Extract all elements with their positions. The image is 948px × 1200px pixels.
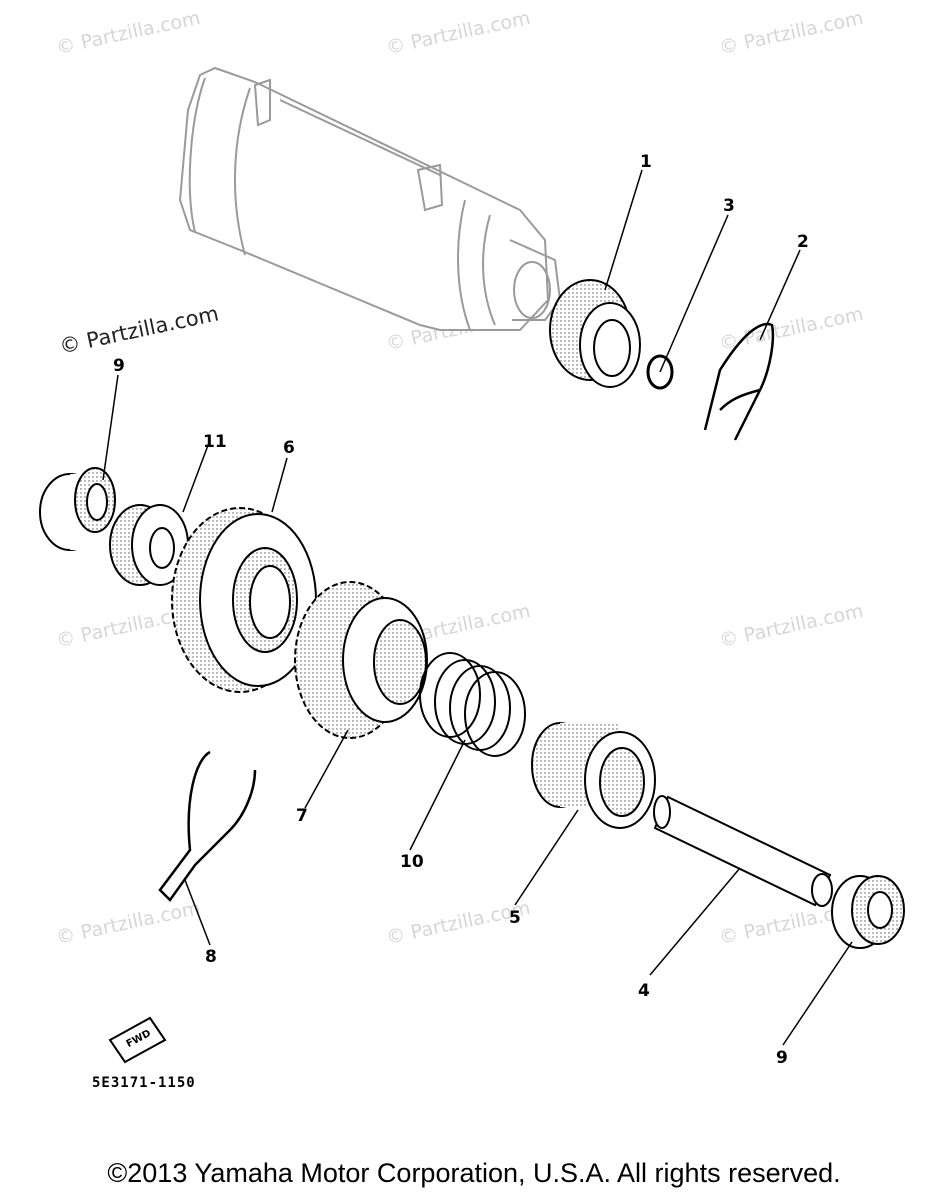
part-4-shaft [653, 795, 833, 907]
part-2-clip [703, 322, 775, 441]
callout-7: 7 [296, 806, 308, 826]
callout-11: 11 [203, 432, 227, 452]
fwd-arrow-icon: FWD [108, 1016, 167, 1064]
part-9-bearing [39, 467, 116, 551]
callout-4: 4 [638, 981, 650, 1001]
callout-6: 6 [283, 438, 295, 458]
callout-9: 9 [776, 1048, 788, 1068]
part-9-bearing [831, 875, 905, 949]
part-10-spring [419, 652, 526, 757]
callout-3: 3 [723, 196, 735, 216]
part-7-gear [294, 581, 428, 739]
callout-8: 8 [205, 947, 217, 967]
copyright-footer: ©2013 Yamaha Motor Corporation, U.S.A. A… [107, 1158, 841, 1188]
part-6-idle-gear [171, 507, 317, 693]
part-5-clutch [531, 722, 656, 829]
part-code: 5E3171-1150 [92, 1075, 196, 1091]
callout-5: 5 [509, 908, 521, 928]
callout-1: 1 [640, 152, 652, 172]
part-1-starter-gear [549, 279, 641, 388]
part-3-circlip [646, 354, 674, 390]
part-8-clip [158, 750, 257, 902]
callout-9: 9 [113, 356, 125, 376]
starter-motor [178, 66, 562, 331]
callout-2: 2 [797, 232, 809, 252]
leader-lines [102, 169, 853, 1046]
callout-10: 10 [400, 852, 424, 872]
